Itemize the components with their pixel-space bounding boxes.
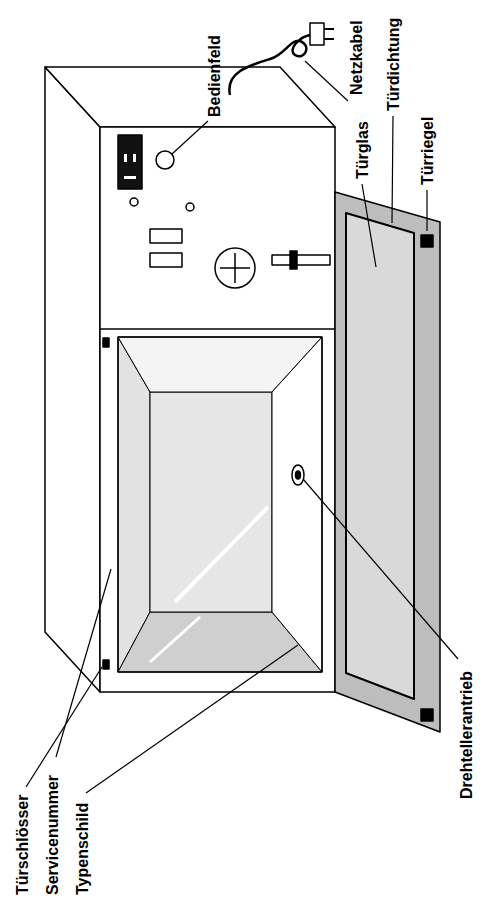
part-label: Servicenummer <box>43 775 62 895</box>
part-label: Bedienfeld <box>205 35 224 117</box>
part-label: Netzkabel <box>347 20 366 95</box>
housing-top <box>45 67 100 692</box>
leader-line <box>362 184 376 267</box>
button <box>186 203 194 211</box>
plug <box>310 23 324 45</box>
part-label: Türschlösser <box>13 795 32 895</box>
leader-line <box>26 667 102 787</box>
part-label: Türdichtung <box>384 18 403 111</box>
display <box>118 135 142 189</box>
housing-front <box>100 127 335 692</box>
leader-line <box>305 61 348 101</box>
part-label: Typenschild <box>73 803 92 895</box>
panel-slot <box>150 229 182 243</box>
button <box>156 151 174 169</box>
display-segment <box>124 154 127 162</box>
turntable-drive <box>292 465 304 485</box>
leader-lines <box>26 61 458 793</box>
part-label: Drehtellerantrieb <box>457 671 476 799</box>
leader-line <box>392 116 393 223</box>
display-segment <box>133 154 136 162</box>
leader-line <box>426 190 427 231</box>
panel-slot <box>150 253 182 267</box>
door-lock <box>103 660 109 669</box>
panel-divider <box>100 328 335 330</box>
cavity-floor <box>272 337 322 672</box>
slider <box>272 255 330 265</box>
door <box>335 192 440 732</box>
button <box>130 198 138 206</box>
door-latch <box>421 235 433 247</box>
housing <box>45 23 440 732</box>
leader-line <box>303 479 458 659</box>
door-glass <box>346 213 414 699</box>
part-label: Türglas <box>353 121 372 179</box>
leader-line <box>86 645 298 793</box>
plug-pin <box>324 28 334 30</box>
plug-pin <box>324 38 334 40</box>
reflection <box>150 617 200 662</box>
slider-knob <box>290 251 297 269</box>
part-label: Türriegel <box>418 117 437 185</box>
door-lock <box>103 338 109 347</box>
power-cable <box>229 35 310 95</box>
dial-mark <box>220 267 250 269</box>
leader-line <box>172 121 208 154</box>
door-latch <box>421 709 433 721</box>
display-segment <box>124 176 136 179</box>
cavity-back-wall <box>150 392 272 612</box>
cavity-opening <box>118 337 322 672</box>
dial <box>215 248 255 288</box>
turntable-drive-hub <box>296 471 301 479</box>
leader-line <box>56 569 111 757</box>
reflection <box>175 507 268 602</box>
housing-side <box>45 67 335 127</box>
